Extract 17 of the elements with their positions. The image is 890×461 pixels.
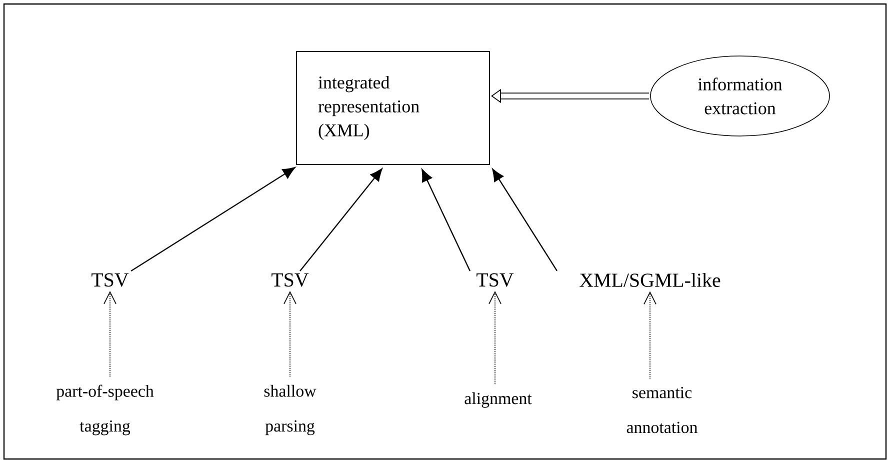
process-label: part-of-speech tagging — [56, 384, 154, 436]
process-label: alignment — [464, 392, 532, 408]
format-label: XML/SGML-like — [580, 272, 720, 287]
format-label: TSV — [272, 273, 309, 287]
arrow — [104, 290, 116, 378]
process-label: shallow parsing — [264, 384, 316, 436]
arrow — [644, 291, 656, 380]
arrow — [488, 290, 502, 385]
arrow — [284, 290, 296, 378]
arrow — [130, 167, 296, 272]
arrow — [492, 168, 558, 272]
process-box: integrated representation (XML) — [296, 51, 490, 165]
process-label: semantic annotation — [626, 386, 698, 434]
arrow — [300, 168, 382, 272]
format-label: TSV — [476, 273, 514, 287]
arrow — [422, 169, 471, 272]
format-label: TSV — [92, 273, 129, 287]
